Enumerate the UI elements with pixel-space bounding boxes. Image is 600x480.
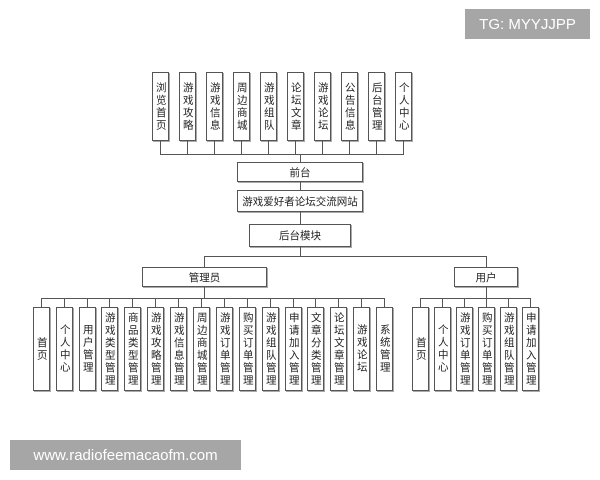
connector <box>486 298 487 307</box>
admin-node: 管理员 <box>142 267 267 287</box>
connector <box>241 141 242 154</box>
connector <box>486 256 487 267</box>
connector <box>204 256 487 257</box>
connector <box>178 298 179 307</box>
connector <box>160 154 404 155</box>
connector <box>187 141 188 154</box>
connector <box>87 298 88 307</box>
user-item: 首页 <box>412 307 429 391</box>
frontend-item: 游戏论坛 <box>314 72 331 141</box>
connector <box>109 298 110 307</box>
watermark-text: TG: MYYJJPP <box>479 15 576 33</box>
connector <box>300 154 301 162</box>
admin-item: 商品类型管理 <box>124 307 141 391</box>
frontend-item: 论坛文章 <box>287 72 304 141</box>
connector <box>247 298 248 307</box>
frontend-node: 前台 <box>237 162 363 182</box>
connector <box>464 298 465 307</box>
user-item: 游戏订单管理 <box>456 307 473 391</box>
connector <box>160 141 161 154</box>
connector <box>41 298 384 299</box>
connector <box>384 298 385 307</box>
connector <box>420 298 531 299</box>
connector <box>214 141 215 154</box>
connector <box>204 256 205 267</box>
frontend-item: 浏览首页 <box>152 72 169 141</box>
frontend-item: 后台管理 <box>368 72 385 141</box>
user-item: 申请加入管理 <box>522 307 539 391</box>
connector <box>376 141 377 154</box>
admin-item: 游戏类型管理 <box>101 307 118 391</box>
admin-item: 系统管理 <box>376 307 393 391</box>
user-item: 游戏组队管理 <box>500 307 517 391</box>
connector <box>338 298 339 307</box>
connector <box>293 298 294 307</box>
connector <box>155 298 156 307</box>
user-item: 购买订单管理 <box>478 307 495 391</box>
connector <box>361 298 362 307</box>
connector <box>403 141 404 154</box>
connector <box>300 247 301 256</box>
connector <box>486 287 487 298</box>
connector <box>270 298 271 307</box>
frontend-item: 游戏信息 <box>206 72 223 141</box>
admin-item: 申请加入管理 <box>285 307 302 391</box>
connector <box>315 298 316 307</box>
admin-item: 游戏组队管理 <box>262 307 279 391</box>
admin-item: 游戏信息管理 <box>170 307 187 391</box>
connector <box>530 298 531 307</box>
connector <box>224 298 225 307</box>
root-node: 游戏爱好者论坛交流网站 <box>237 190 363 212</box>
admin-item: 周边商城管理 <box>193 307 210 391</box>
connector <box>322 141 323 154</box>
watermark-text: www.radiofeemacaofm.com <box>33 446 218 464</box>
admin-item: 游戏攻略管理 <box>147 307 164 391</box>
admin-item: 游戏论坛 <box>353 307 370 391</box>
connector <box>41 298 42 307</box>
frontend-item: 个人中心 <box>395 72 412 141</box>
frontend-item: 周边商城 <box>233 72 250 141</box>
admin-item: 首页 <box>33 307 50 391</box>
connector <box>300 182 301 190</box>
connector <box>300 212 301 224</box>
frontend-item: 公告信息 <box>341 72 358 141</box>
watermark-top-right: TG: MYYJJPP <box>465 9 590 39</box>
frontend-item: 游戏组队 <box>260 72 277 141</box>
connector <box>295 141 296 154</box>
user-node: 用户 <box>454 267 518 287</box>
admin-item: 论坛文章管理 <box>330 307 347 391</box>
admin-item: 文章分类管理 <box>307 307 324 391</box>
connector <box>508 298 509 307</box>
frontend-item: 游戏攻略 <box>179 72 196 141</box>
admin-item: 游戏订单管理 <box>216 307 233 391</box>
user-item: 个人中心 <box>434 307 451 391</box>
connector <box>349 141 350 154</box>
connector <box>201 298 202 307</box>
admin-item: 购买订单管理 <box>239 307 256 391</box>
connector <box>64 298 65 307</box>
connector <box>132 298 133 307</box>
connector <box>442 298 443 307</box>
admin-item: 用户管理 <box>79 307 96 391</box>
watermark-bottom-left: www.radiofeemacaofm.com <box>10 440 241 470</box>
connector <box>268 141 269 154</box>
connector <box>204 287 205 298</box>
admin-item: 个人中心 <box>56 307 73 391</box>
backend-node: 后台模块 <box>249 224 351 247</box>
connector <box>420 298 421 307</box>
